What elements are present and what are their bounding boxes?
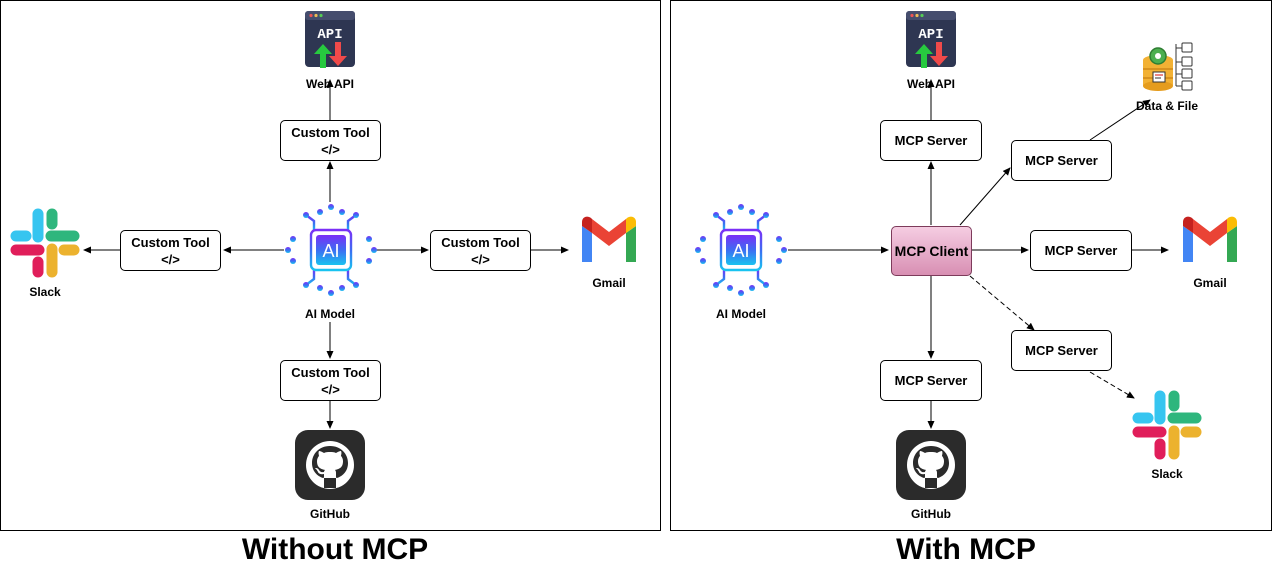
slack-label: Slack [29, 285, 61, 299]
mcp-server-bottom: MCP Server [880, 360, 982, 401]
custom-tool-code: </> [161, 251, 180, 267]
gmail-label: Gmail [1193, 276, 1227, 290]
custom-tool-code: </> [321, 381, 340, 397]
github-label: GitHub [310, 507, 350, 521]
web-api-icon: API [305, 11, 355, 68]
mcp-server-data: MCP Server [1011, 140, 1112, 181]
mcp-server-gmail: MCP Server [1030, 230, 1132, 271]
web-api-label: Web API [305, 77, 354, 91]
without-mcp-caption: Without MCP [241, 533, 429, 566]
custom-tool-code: </> [321, 141, 340, 157]
mcp-server-label: MCP Server [1025, 153, 1098, 168]
ai-chip-icon: AI [285, 204, 377, 296]
custom-tool-label: Custom Tool [291, 124, 370, 140]
web-api-label: Web API [906, 77, 955, 91]
mcp-server-label: MCP Server [894, 373, 968, 388]
mcp-client-box: MCP Client [891, 226, 972, 276]
gmail-label: Gmail [592, 276, 626, 290]
mcp-client-label: MCP Client [894, 242, 969, 259]
gmail-icon [1183, 216, 1237, 262]
web-api-icon: API [906, 11, 956, 68]
github-icon [896, 430, 966, 500]
custom-tool-label: Custom Tool [291, 364, 370, 380]
custom-tool-label: Custom Tool [131, 234, 210, 250]
with-mcp-caption: With MCP [896, 533, 1036, 566]
slack-icon [1132, 390, 1202, 460]
ai-chip-icon: AI [695, 204, 787, 296]
ai-model-label: AI Model [716, 307, 766, 321]
custom-tool-top: Custom Tool </> [280, 120, 381, 161]
svg-text:AI: AI [732, 241, 749, 261]
edge-server-to-data [1089, 99, 1151, 141]
mcp-server-label: MCP Server [894, 133, 968, 148]
mcp-server-label: MCP Server [1025, 343, 1098, 358]
github-label: GitHub [911, 507, 951, 521]
mcp-server-top: MCP Server [880, 120, 982, 161]
custom-tool-code: </> [471, 251, 490, 267]
data-file-label: Data & File [1135, 99, 1198, 113]
mcp-server-label: MCP Server [1044, 243, 1118, 258]
slack-label: Slack [1151, 467, 1183, 481]
edge-client-to-server-data [959, 167, 1011, 226]
custom-tool-right: Custom Tool </> [430, 230, 531, 271]
edge-client-to-server-slack [969, 275, 1035, 331]
gmail-icon [582, 216, 636, 262]
ai-model-label: AI Model [305, 307, 355, 321]
data-file-icon [1143, 42, 1193, 91]
svg-text:API: API [918, 27, 943, 43]
svg-text:API: API [317, 27, 342, 43]
edge-server-to-slack [1089, 371, 1135, 399]
svg-text:AI: AI [322, 241, 339, 261]
mcp-server-slack: MCP Server [1011, 330, 1112, 371]
github-icon [295, 430, 365, 500]
custom-tool-left: Custom Tool </> [120, 230, 221, 271]
custom-tool-bottom: Custom Tool </> [280, 360, 381, 401]
slack-icon [10, 208, 80, 278]
custom-tool-label: Custom Tool [441, 234, 520, 250]
